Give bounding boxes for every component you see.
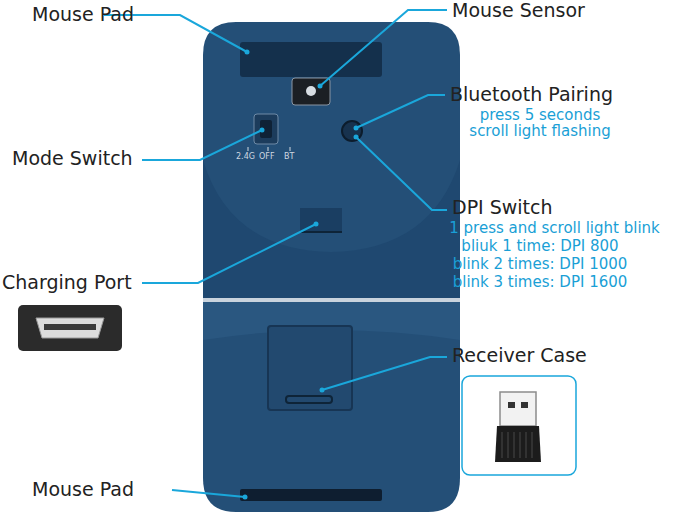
receiver-frame [462,376,576,475]
instruction-note: press 5 seconds [440,107,640,124]
leader-dots [243,50,359,500]
dpi-setting: blink 2 times: DPI 1000 [430,256,650,273]
part-name: Charging Port [2,272,132,294]
tab-edge [300,231,342,233]
tick [268,147,269,151]
body-shade [203,160,460,298]
tick [290,147,291,151]
part-name: Receiver Case [452,345,587,367]
part-name: Mouse Sensor [452,0,585,22]
switch-label: 2.4G [236,152,255,161]
mouse-pad [240,42,382,77]
usb-contact [508,402,515,408]
switch-knob [260,120,272,138]
part-name: Mode Switch [12,148,133,170]
switch-label: OFF [259,152,275,161]
dongle-ribs [502,432,532,458]
part-name: Bluetooth Pairing [450,84,613,106]
part-name: Mouse Pad [32,479,134,501]
usb-plug [500,392,536,426]
receiver-case [268,326,352,410]
mouse-body-top [203,22,460,298]
mouse-pad [240,489,382,501]
leader-lines [104,10,447,497]
pairing-button [342,121,362,141]
instruction-note: scroll light flashing [440,123,640,140]
micro-usb-port [36,318,104,338]
switch-label: BT [284,152,294,161]
port-tongue [44,324,96,330]
dpi-setting: bliuk 1 time: DPI 800 [430,238,650,255]
tick [248,147,249,151]
dpi-setting: blink 3 times: DPI 1600 [430,274,650,291]
usb-contact [521,402,528,408]
hinge-gap [203,298,460,302]
sensor-lens [306,86,316,96]
case-slot [286,396,332,403]
mode-switch [254,114,278,144]
mouse-body-bottom [203,302,460,512]
part-name: DPI Switch [452,197,553,219]
dongle-body [495,426,541,462]
port-icon [18,305,122,351]
instruction-note: 1 press and scroll light blink [430,220,679,237]
part-name: Mouse Pad [32,4,134,26]
